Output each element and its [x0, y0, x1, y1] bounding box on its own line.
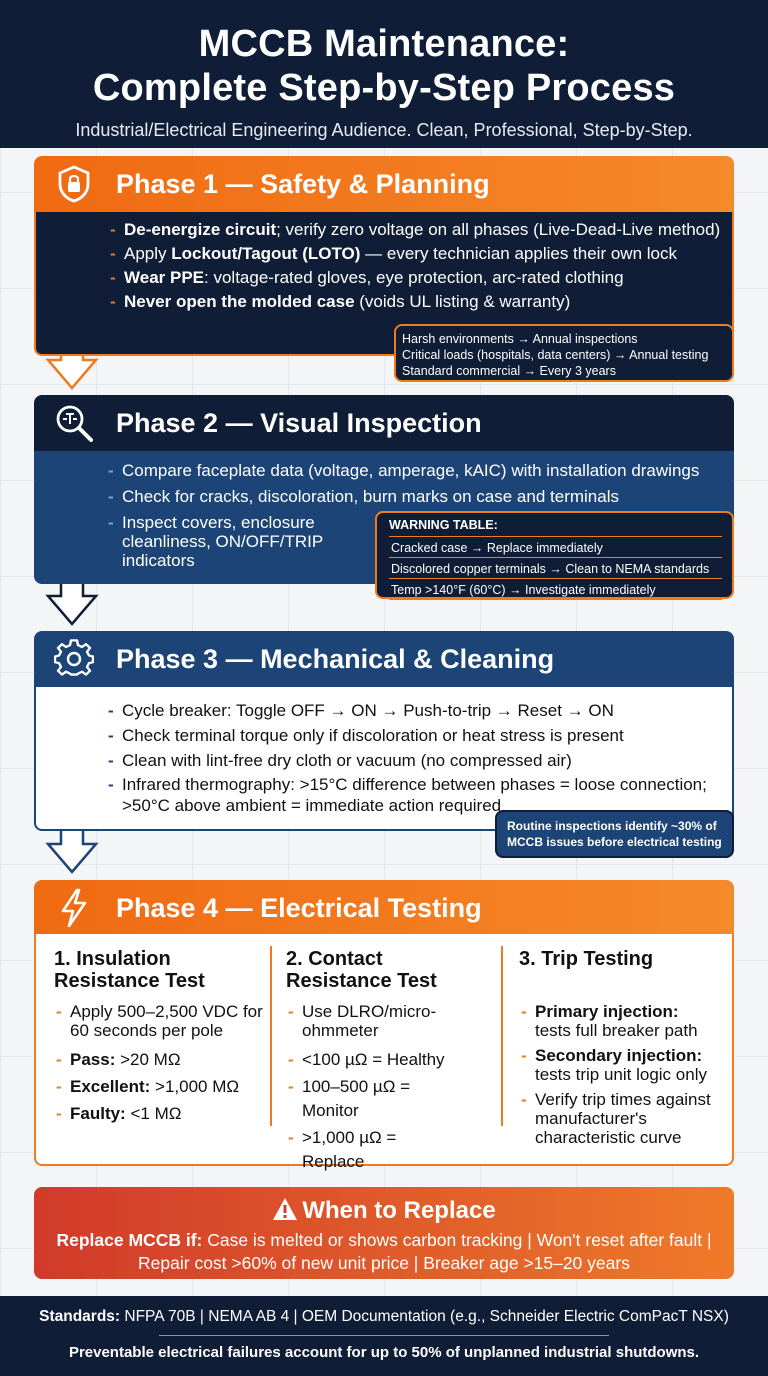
phase-1-section: Phase 1 — Safety & Planning — [34, 156, 734, 212]
list-item: Infrared thermography: >15°C difference … — [106, 774, 726, 816]
schedule-row: Harsh environments → Annual inspections — [402, 332, 638, 346]
list-item: Inspect covers, enclosure cleanliness, O… — [106, 513, 336, 570]
inspection-schedule-box: Harsh environments → Annual inspections … — [394, 324, 734, 382]
replace-text: Replace MCCB if: Case is melted or shows… — [56, 1230, 712, 1273]
standards-line: Standards: NFPA 70B | NEMA AB 4 | OEM Do… — [39, 1308, 729, 1325]
list-item: Pass: >20 MΩ — [54, 1048, 266, 1072]
page-title: MCCB Maintenance: Complete Step-by-Step … — [0, 0, 768, 110]
warning-row: Cracked case → Replace immediately — [389, 537, 722, 558]
list-item: Apply 500–2,500 VDC for 60 seconds per p… — [54, 1002, 266, 1040]
list-item: Faulty: <1 MΩ — [54, 1102, 266, 1126]
phase-1-header: Phase 1 — Safety & Planning — [34, 156, 734, 212]
phase-1-list: De-energize circuit; verify zero voltage… — [108, 218, 720, 314]
inspection-stat-callout: Routine inspections identify ~30% of MCC… — [495, 810, 734, 858]
list-item: <100 µΩ = Healthy — [286, 1048, 446, 1072]
warning-row: Temp >140°F (60°C) → Investigate immedia… — [389, 579, 722, 600]
column-divider — [501, 946, 503, 1126]
page-header: MCCB Maintenance: Complete Step-by-Step … — [0, 0, 768, 148]
test-column-trip: 3. Trip Testing Primary injection: tests… — [519, 948, 724, 1147]
phase-2-title: Phase 2 — Visual Inspection — [116, 407, 482, 438]
phase-3-title: Phase 3 — Mechanical & Cleaning — [116, 643, 555, 674]
list-item: Apply Lockout/Tagout (LOTO) — every tech… — [108, 242, 720, 266]
test-heading: 2. Contact Resistance Test — [286, 948, 437, 992]
test-list: Apply 500–2,500 VDC for 60 seconds per p… — [54, 1002, 266, 1126]
list-item: Clean with lint-free dry cloth or vacuum… — [106, 749, 726, 773]
warning-table: WARNING TABLE: Cracked case → Replace im… — [375, 511, 734, 600]
list-item: >1,000 µΩ = Replace — [286, 1126, 446, 1174]
list-item: Check for cracks, discoloration, burn ma… — [106, 485, 721, 509]
phase-1-body: De-energize circuit; verify zero voltage… — [34, 212, 734, 356]
schedule-row: Critical loads (hospitals, data centers)… — [402, 348, 709, 362]
test-list: Use DLRO/micro-ohmmeter <100 µΩ = Health… — [286, 1002, 446, 1174]
phase-3-body: Cycle breaker: Toggle OFF → ON → Push-to… — [34, 687, 734, 831]
list-item: Never open the molded case (voids UL lis… — [108, 290, 720, 314]
list-item: Verify trip times against manufacturer's… — [519, 1090, 719, 1147]
warning-table-title: WARNING TABLE: — [389, 517, 722, 537]
list-item: Use DLRO/micro-ohmmeter — [286, 1002, 446, 1040]
list-item: Primary injection: tests full breaker pa… — [519, 1002, 719, 1040]
schedule-row: Standard commercial → Every 3 years — [402, 364, 616, 378]
replace-title: When to Replace — [302, 1197, 496, 1224]
list-item: Check terminal torque only if discolorat… — [106, 724, 726, 748]
title-line-2: Complete Step-by-Step Process — [92, 67, 676, 109]
test-heading: 1. Insulation Resistance Test — [54, 948, 205, 992]
phase-4-title: Phase 4 — Electrical Testing — [116, 892, 482, 923]
lightning-icon — [50, 884, 98, 932]
list-item: Wear PPE: voltage-rated gloves, eye prot… — [108, 266, 720, 290]
test-column-contact: 2. Contact Resistance Test Use DLRO/micr… — [286, 948, 486, 1174]
test-column-insulation: 1. Insulation Resistance Test Apply 500–… — [54, 948, 266, 1126]
phase-2-list: Compare faceplate data (voltage, amperag… — [106, 459, 721, 570]
phase-4-header: Phase 4 — Electrical Testing — [34, 880, 734, 936]
list-item: Cycle breaker: Toggle OFF → ON → Push-to… — [106, 699, 726, 723]
test-list: Primary injection: tests full breaker pa… — [519, 1002, 719, 1147]
phase-1-title: Phase 1 — Safety & Planning — [116, 168, 490, 199]
list-item: Compare faceplate data (voltage, amperag… — [106, 459, 721, 483]
list-item: Secondary injection: tests trip unit log… — [519, 1046, 719, 1084]
page-footer: Standards: NFPA 70B | NEMA AB 4 | OEM Do… — [0, 1296, 768, 1376]
warning-icon — [272, 1197, 298, 1228]
list-item: 100–500 µΩ = Monitor — [286, 1075, 446, 1123]
page-subtitle: Industrial/Electrical Engineering Audien… — [75, 120, 693, 140]
phase-2-header: Phase 2 — Visual Inspection — [34, 395, 734, 451]
list-item: De-energize circuit; verify zero voltage… — [108, 218, 720, 242]
column-divider — [270, 946, 272, 1126]
phase-4-body: 1. Insulation Resistance Test Apply 500–… — [34, 934, 734, 1171]
warning-row: Discolored copper terminals → Clean to N… — [389, 558, 722, 579]
phase-4-section: Phase 4 — Electrical Testing — [34, 880, 734, 936]
replace-heading: When to Replace — [34, 1197, 734, 1228]
footer-divider — [159, 1335, 609, 1336]
magnifier-icon — [50, 399, 98, 447]
phase-3-section: Phase 3 — Mechanical & Cleaning — [34, 631, 734, 687]
gear-icon — [50, 635, 98, 683]
test-heading: 3. Trip Testing — [519, 948, 654, 970]
replace-banner: When to Replace Replace MCCB if: Case is… — [34, 1187, 734, 1279]
phase-2-section: Phase 2 — Visual Inspection — [34, 395, 734, 451]
phase-3-list: Cycle breaker: Toggle OFF → ON → Push-to… — [106, 699, 726, 816]
phase-3-header: Phase 3 — Mechanical & Cleaning — [34, 631, 734, 687]
footer-fact: Preventable electrical failures account … — [68, 1344, 700, 1361]
list-item: Excellent: >1,000 MΩ — [54, 1075, 266, 1099]
title-line-1: MCCB Maintenance: — [198, 23, 570, 65]
shield-lock-icon — [50, 160, 98, 208]
